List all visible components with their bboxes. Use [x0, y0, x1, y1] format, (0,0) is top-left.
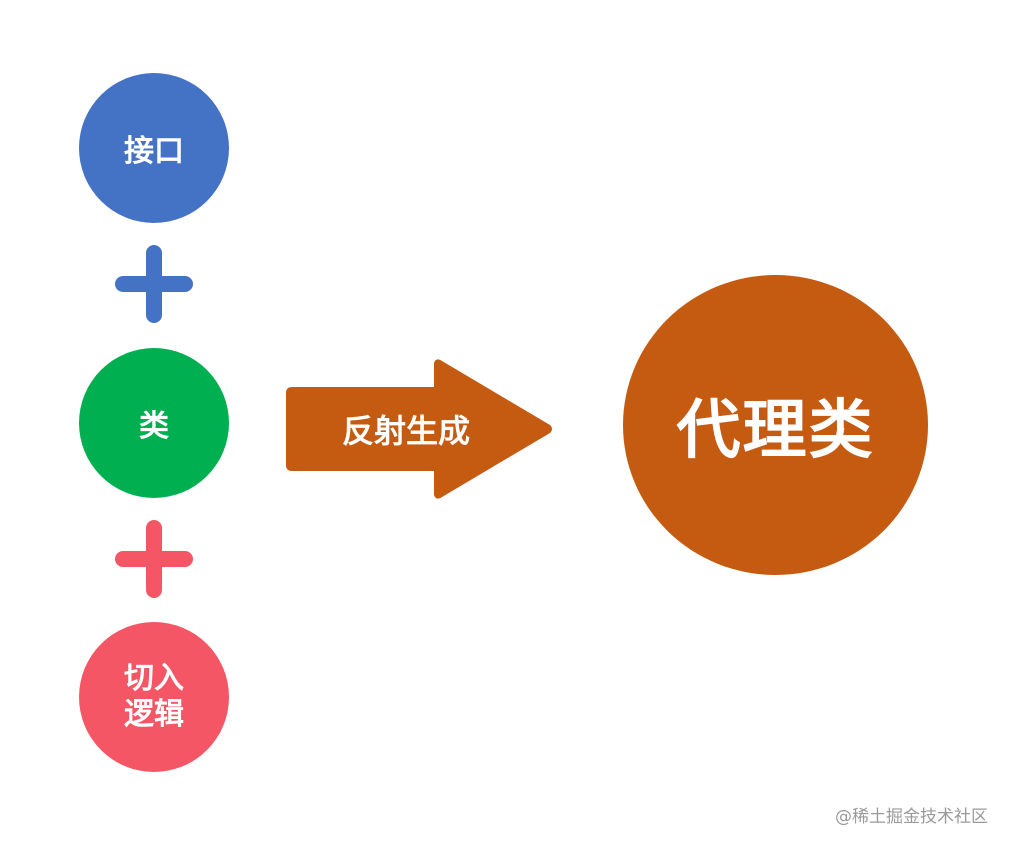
interface-node-label: 接口 — [124, 134, 184, 169]
plus-sign-2-vertical — [146, 520, 162, 598]
class-node: 类 — [79, 348, 229, 498]
logic-node-label-line1: 切入 — [124, 661, 184, 696]
class-node-label: 类 — [139, 409, 169, 444]
interface-node: 接口 — [79, 73, 229, 223]
watermark: @稀土掘金技术社区 — [835, 807, 988, 827]
logic-node-label-line2: 逻辑 — [124, 697, 184, 732]
logic-node: 切入 逻辑 — [79, 622, 229, 772]
proxy-class-node: 代理类 — [623, 275, 928, 575]
plus-sign-1-vertical — [146, 245, 162, 323]
proxy-class-node-label: 代理类 — [676, 393, 875, 468]
reflection-arrow: 反射生成 — [286, 357, 554, 501]
arrow-label: 反射生成 — [341, 412, 470, 450]
plus-sign-1 — [115, 245, 193, 323]
plus-sign-2 — [115, 520, 193, 598]
arrow-shape — [286, 359, 552, 499]
